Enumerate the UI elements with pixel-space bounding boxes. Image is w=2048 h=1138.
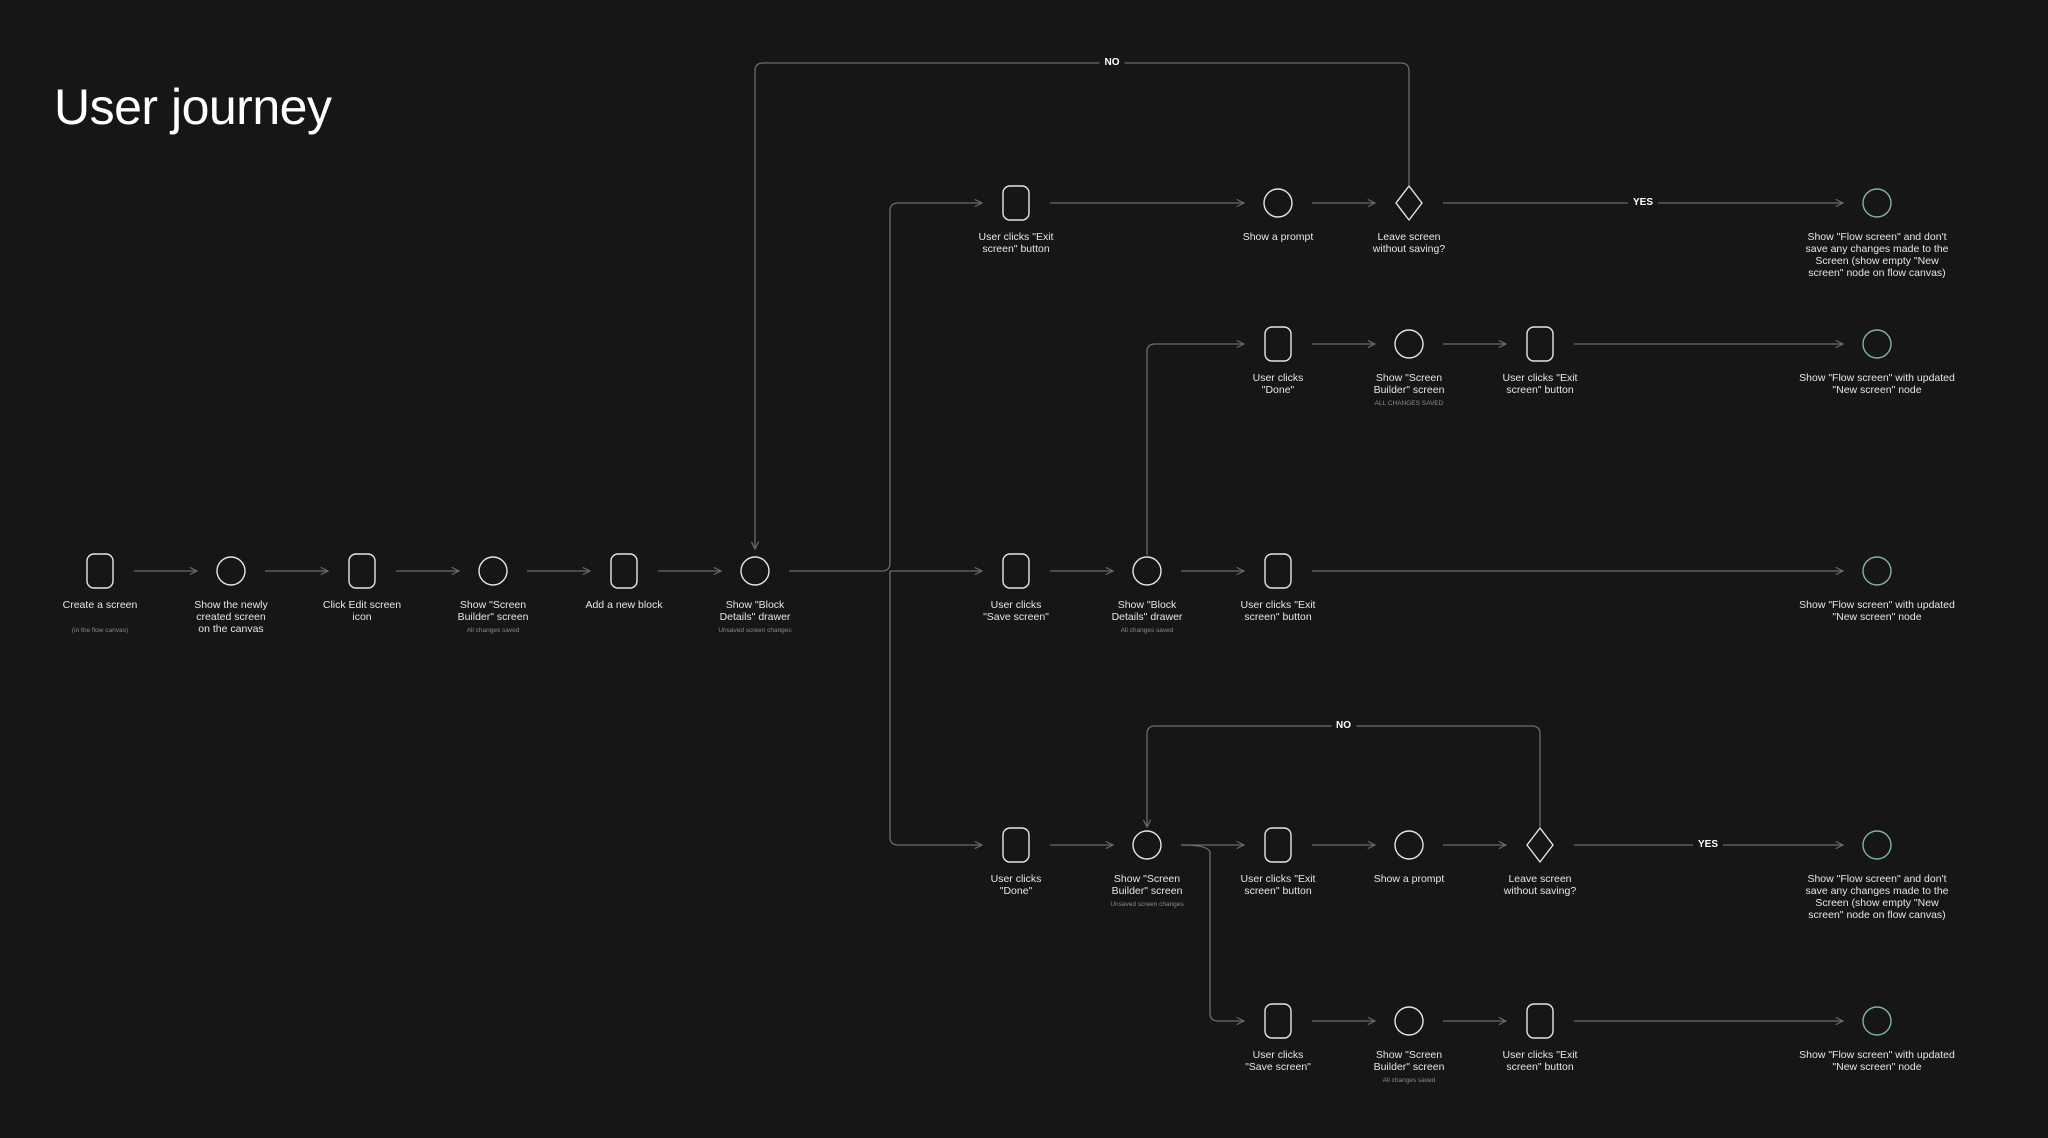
- node-r3-end-shape: [1862, 556, 1892, 586]
- node-r4-leave-label: Leave screen without saving?: [1503, 873, 1577, 897]
- node-r4-end-shape: [1862, 830, 1892, 860]
- node-r5-end-shape: [1862, 1006, 1892, 1036]
- node-r3-exit-label: User clicks "Exit screen" button: [1240, 599, 1316, 623]
- node-r1-end-label: Show "Flow screen" and don't save any ch…: [1805, 231, 1949, 279]
- node-r2-end-shape: [1862, 329, 1892, 359]
- node-r2-builder-shape: [1394, 329, 1424, 359]
- edge-branch-to-done: [889, 571, 982, 845]
- node-r2-builder-status: ALL CHANGES SAVED: [1374, 400, 1444, 407]
- node-click-edit-label: Click Edit screen icon: [322, 599, 402, 623]
- node-r3-save-shape: [1002, 553, 1030, 589]
- node-r3-block-shape: [1132, 556, 1162, 586]
- node-r5-exit-label: User clicks "Exit screen" button: [1502, 1049, 1578, 1073]
- node-r1-prompt-shape: [1263, 188, 1293, 218]
- node-r3-end-label: Show "Flow screen" with updated "New scr…: [1799, 599, 1955, 623]
- node-create-label: Create a screen: [62, 599, 138, 611]
- node-r4-builder-status: Unsaved screen changes: [1110, 901, 1184, 908]
- edge-r1-no-loop: [755, 62, 1410, 549]
- node-r2-done-shape: [1264, 326, 1292, 362]
- node-r4-done-shape: [1002, 827, 1030, 863]
- node-show-new-label: Show the newly created screen on the can…: [194, 599, 268, 635]
- node-r4-builder-label: Show "Screen Builder" screen: [1111, 873, 1183, 897]
- edge-label-yes-bottom: YES: [1692, 839, 1724, 851]
- node-r4-exit-shape: [1264, 827, 1292, 863]
- node-r1-leave-shape: [1395, 185, 1423, 221]
- node-click-edit-shape: [348, 553, 376, 589]
- node-r3-save-label: User clicks "Save screen": [983, 599, 1049, 623]
- node-create-status: (in the flow canvas): [72, 627, 128, 634]
- node-r4-builder-shape: [1132, 830, 1162, 860]
- node-add-block-label: Add a new block: [585, 599, 663, 611]
- node-r4-leave-shape: [1526, 827, 1554, 863]
- node-r1-prompt-label: Show a prompt: [1242, 231, 1314, 243]
- node-r1-exit-label: User clicks "Exit screen" button: [978, 231, 1054, 255]
- edge-branch-trunk: [789, 203, 982, 572]
- node-r2-end-label: Show "Flow screen" with updated "New scr…: [1799, 372, 1955, 396]
- node-r4-done-label: User clicks "Done": [990, 873, 1042, 897]
- node-r1-end-shape: [1862, 188, 1892, 218]
- edge-r4-no-loop: [1147, 725, 1541, 827]
- node-r5-exit-shape: [1526, 1003, 1554, 1039]
- node-add-block-shape: [610, 553, 638, 589]
- edge-r4-builder-to-r5-save: [1180, 844, 1244, 1021]
- node-show-block-details-label: Show "Block Details" drawer: [719, 599, 791, 623]
- node-r1-exit-shape: [1002, 185, 1030, 221]
- node-show-builder-status: All changes saved: [466, 627, 520, 634]
- node-r5-builder-shape: [1394, 1006, 1424, 1036]
- node-create-shape: [86, 553, 114, 589]
- node-r4-prompt-shape: [1394, 830, 1424, 860]
- node-show-block-details-status: Unsaved screen changes: [718, 627, 792, 634]
- edge-label-yes-top: YES: [1627, 197, 1659, 209]
- node-r5-builder-status: All changes saved: [1382, 1077, 1436, 1084]
- node-r2-exit-label: User clicks "Exit screen" button: [1502, 372, 1578, 396]
- edge-r3-block-to-r2-done: [1146, 344, 1244, 555]
- node-r1-leave-label: Leave screen without saving?: [1372, 231, 1446, 255]
- node-show-new-shape: [216, 556, 246, 586]
- node-r2-done-label: User clicks "Done": [1252, 372, 1304, 396]
- node-r4-end-label: Show "Flow screen" and don't save any ch…: [1805, 873, 1949, 921]
- node-r4-exit-label: User clicks "Exit screen" button: [1240, 873, 1316, 897]
- node-r3-exit-shape: [1264, 553, 1292, 589]
- node-r5-save-label: User clicks "Save screen": [1245, 1049, 1311, 1073]
- node-show-builder-label: Show "Screen Builder" screen: [457, 599, 529, 623]
- node-r2-exit-shape: [1526, 326, 1554, 362]
- node-show-builder-shape: [478, 556, 508, 586]
- edge-label-no-bottom: NO: [1331, 720, 1356, 732]
- node-r3-block-status: All changes saved: [1120, 627, 1174, 634]
- node-show-block-details-shape: [740, 556, 770, 586]
- node-r2-builder-label: Show "Screen Builder" screen: [1373, 372, 1445, 396]
- node-r4-prompt-label: Show a prompt: [1373, 873, 1445, 885]
- page-title: User journey: [54, 79, 332, 135]
- node-r5-builder-label: Show "Screen Builder" screen: [1373, 1049, 1445, 1073]
- node-r5-end-label: Show "Flow screen" with updated "New scr…: [1799, 1049, 1955, 1073]
- edge-label-no-top: NO: [1099, 57, 1125, 69]
- node-r3-block-label: Show "Block Details" drawer: [1111, 599, 1183, 623]
- node-r5-save-shape: [1264, 1003, 1292, 1039]
